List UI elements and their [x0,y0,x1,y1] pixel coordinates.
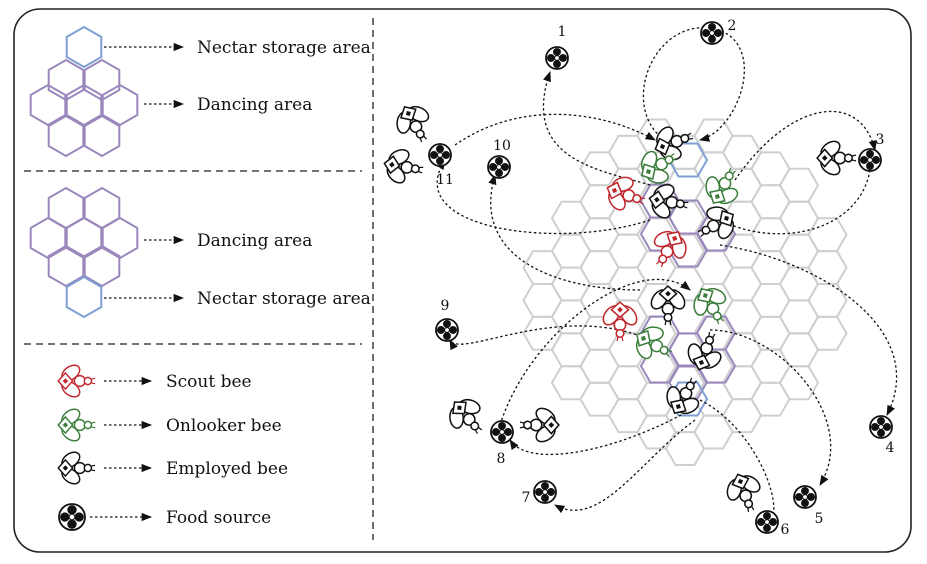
food-source-number: 5 [815,511,824,527]
comb-cell [807,315,848,351]
food-source-number: 10 [493,138,511,154]
food-source-number: 2 [728,18,737,34]
food-source-4 [869,415,893,439]
onlooker-bee [693,287,727,325]
food-source-9 [435,318,459,342]
flight-path [709,329,832,486]
employed-bee [648,184,689,219]
dance-cell [47,58,85,102]
dance-cell [47,244,85,288]
food-source-8 [490,420,514,444]
food-source-number: 6 [781,522,790,538]
employed-bee [816,140,857,176]
food-source-7 [533,480,557,504]
nectar-cell [65,25,103,69]
flight-path [642,27,745,142]
scout-bee-icon [57,364,96,398]
employed-bee-icon [57,451,96,485]
nectar-cell [65,275,103,319]
food-source-number: 8 [497,451,506,467]
food-source-5 [793,485,817,509]
flight-path [699,399,776,528]
food-source-1 [545,46,569,70]
food-source-11 [428,143,452,167]
comb-cell [807,250,848,285]
food-sources-layer: 1 2 3 4 5 6 7 8 9 10 11 [428,18,895,538]
employed-bee [650,285,686,326]
dance-cell [83,244,121,288]
label-scout-bee: Scout bee [166,372,252,392]
dance-cell [83,114,121,158]
food-source-3 [858,148,882,172]
onlooker-bee-icon [57,408,96,442]
comb-cell [807,283,848,318]
employed-bee [383,149,424,184]
food-source-number: 11 [436,172,454,188]
flight-path [734,110,877,181]
employed-bee [449,398,483,434]
label-employed-bee: Employed bee [166,459,288,479]
bees-layer [383,105,857,513]
dance-cell [29,83,67,127]
legend-hive-layout-bottom [29,186,139,319]
onlooker-bee [635,326,673,360]
dance-cell [83,58,121,102]
scout-bee [606,176,646,211]
employed-bee [687,331,722,371]
food-source-icon [58,503,86,531]
employed-bee [396,105,430,143]
dance-cell [101,216,139,260]
label-dancing-area-top: Dancing area [197,95,312,115]
legend-hive-layout-top [29,25,139,158]
food-source-10 [487,155,511,179]
flight-path [719,244,898,416]
employed-bee [519,407,560,443]
food-source-number: 1 [558,24,567,40]
label-dancing-area-middle: Dancing area [197,231,312,251]
comb-cell [778,167,820,203]
dance-cell [101,83,139,127]
employed-bee [666,377,700,415]
employed-bee [726,473,761,513]
label-food-source: Food source [166,508,271,528]
comb-cell [778,365,820,401]
dance-cell [29,216,67,260]
onlooker-bee [705,167,739,205]
flight-path [499,278,691,426]
label-nectar-storage-top: Nectar storage area [197,38,371,58]
legend-bee-types [57,364,96,531]
flight-path [454,113,656,146]
food-source-number: 4 [886,440,895,456]
flight-path [719,169,871,235]
food-source-6 [755,510,779,534]
food-source-number: 9 [441,298,450,314]
food-source-number: 7 [522,490,531,506]
flight-paths [436,27,898,528]
scout-bee [653,230,687,268]
food-source-number: 3 [876,132,885,148]
dance-cell [65,83,103,127]
onlooker-bee [640,150,678,184]
scout-bee [602,301,638,342]
dance-cell [47,114,85,158]
flight-path [509,409,691,456]
label-onlooker-bee: Onlooker bee [166,416,282,436]
diagram-frame [13,8,912,553]
label-nectar-storage-middle: Nectar storage area [197,289,371,309]
food-source-2 [700,21,724,45]
flight-path [488,174,641,291]
flight-path [554,419,696,514]
employed-bee [697,206,735,240]
dance-cell [65,216,103,260]
